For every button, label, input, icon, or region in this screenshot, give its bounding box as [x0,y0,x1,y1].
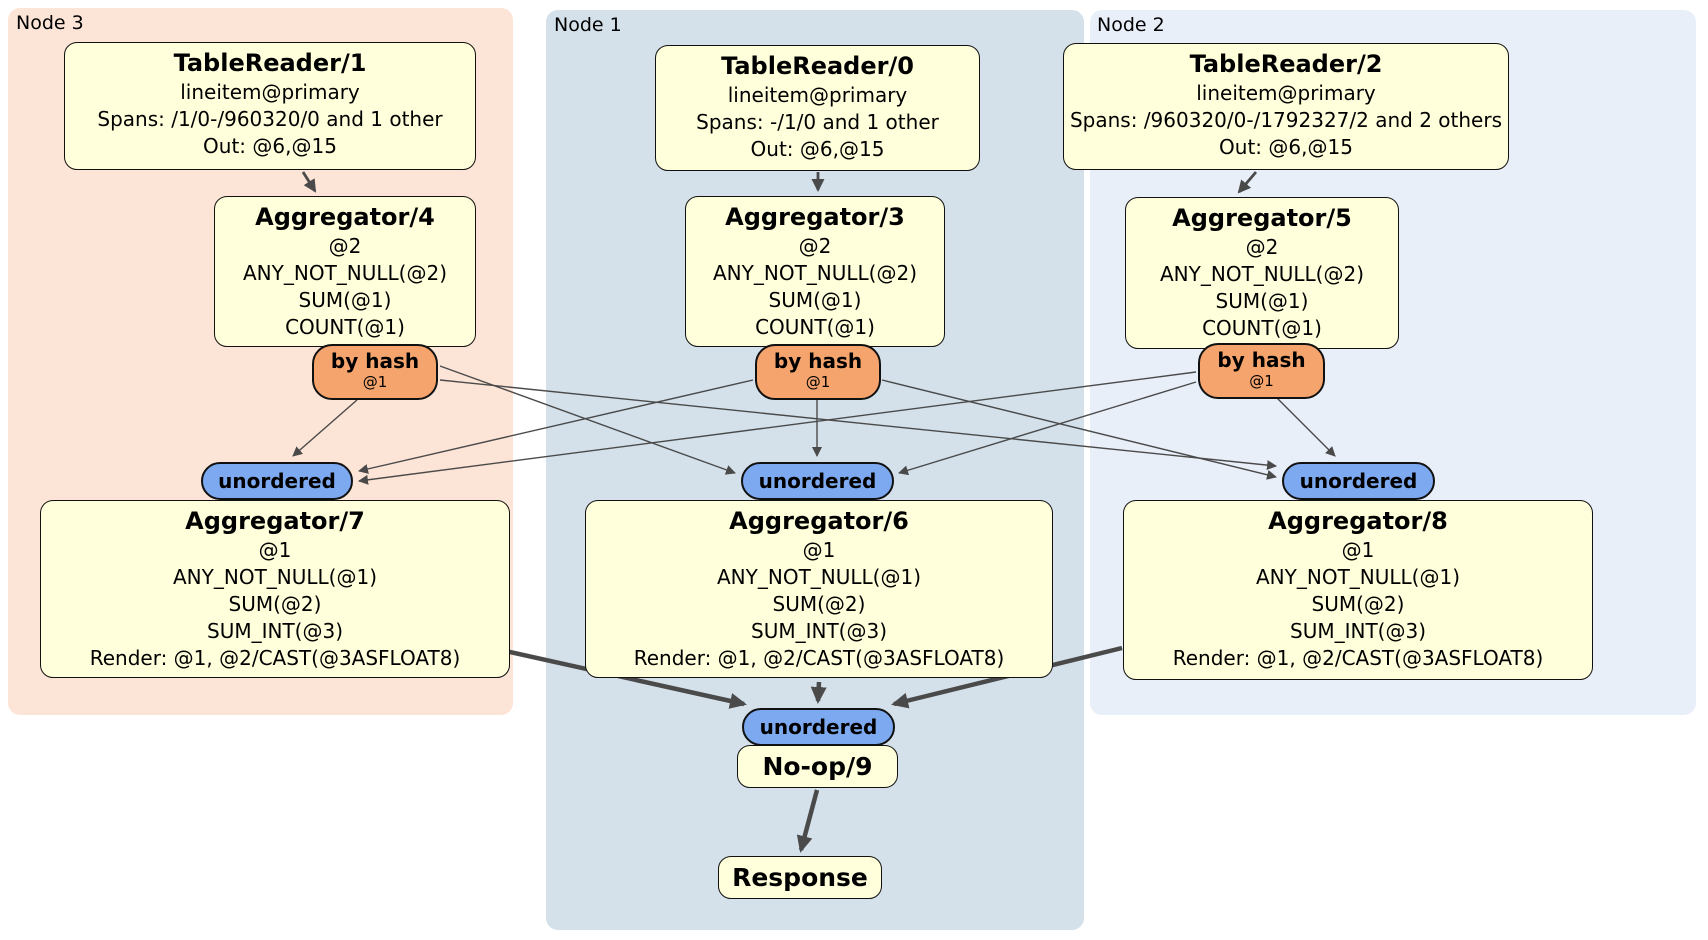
node-title: Aggregator/7 [185,507,365,535]
node-detail: @2 [1245,235,1279,259]
sync-unordered-node3: unordered [201,462,353,500]
node-detail: lineitem@primary [1196,81,1376,105]
sync-unordered-node1: unordered [741,462,894,500]
node-detail: @2 [328,234,362,258]
node-tablereader-1: TableReader/1 lineitem@primary Spans: /1… [64,42,476,170]
router-by-hash-node3: by hash @1 [312,344,438,400]
node-detail: ANY_NOT_NULL(@1) [717,565,921,589]
node-aggregator-5: Aggregator/5 @2 ANY_NOT_NULL(@2) SUM(@1)… [1125,197,1399,349]
node-aggregator-4: Aggregator/4 @2 ANY_NOT_NULL(@2) SUM(@1)… [214,196,476,347]
unordered-label: unordered [1299,469,1418,493]
by-hash-detail: @1 [362,373,388,391]
node-title: Aggregator/3 [725,203,905,231]
node-detail: Spans: /1/0-/960320/0 and 1 other [97,107,443,131]
node-detail: SUM_INT(@3) [1290,619,1426,643]
node-detail: Out: @6,@15 [1219,135,1353,159]
node-aggregator-8: Aggregator/8 @1 ANY_NOT_NULL(@1) SUM(@2)… [1123,500,1593,680]
node-aggregator-3: Aggregator/3 @2 ANY_NOT_NULL(@2) SUM(@1)… [685,196,945,347]
node-detail: SUM(@2) [1311,592,1405,616]
node-detail: Spans: -/1/0 and 1 other [696,110,939,134]
node-detail: ANY_NOT_NULL(@2) [1160,262,1364,286]
node-title: TableReader/0 [721,52,914,80]
node-title: TableReader/2 [1189,50,1383,78]
node-detail: ANY_NOT_NULL(@2) [243,261,447,285]
node-detail: COUNT(@1) [285,315,405,339]
node-detail: SUM(@1) [1215,289,1309,313]
node-title: Aggregator/4 [255,203,435,231]
node-detail: Render: @1, @2/CAST(@3ASFLOAT8) [633,646,1005,670]
by-hash-label: by hash [773,349,863,373]
node-title: Aggregator/5 [1172,204,1352,232]
node-detail: lineitem@primary [727,83,908,107]
region-label-node1: Node 1 [554,14,622,36]
node-detail: SUM(@1) [298,288,392,312]
sync-unordered-final: unordered [742,708,895,746]
by-hash-label: by hash [1217,348,1306,372]
node-detail: @1 [258,538,292,562]
unordered-label: unordered [218,469,336,493]
sync-unordered-node2: unordered [1282,462,1435,500]
node-detail: COUNT(@1) [755,315,875,339]
region-label-node2: Node 2 [1097,14,1165,36]
region-label-node3: Node 3 [16,12,84,34]
node-aggregator-6: Aggregator/6 @1 ANY_NOT_NULL(@1) SUM(@2)… [585,500,1053,678]
node-title: Aggregator/6 [729,507,909,535]
node-detail: SUM(@2) [228,592,322,616]
node-response: Response [718,856,882,899]
node-tablereader-2: TableReader/2 lineitem@primary Spans: /9… [1063,43,1509,170]
node-detail: @2 [798,234,832,258]
node-detail: @1 [1341,538,1375,562]
node-detail: SUM_INT(@3) [207,619,343,643]
node-detail: ANY_NOT_NULL(@2) [713,261,917,285]
node-noop-9: No-op/9 [737,745,898,788]
node-title: TableReader/1 [173,49,367,77]
node-detail: SUM(@1) [768,288,862,312]
unordered-label: unordered [758,469,877,493]
by-hash-detail: @1 [805,373,831,391]
node-detail: Render: @1, @2/CAST(@3ASFLOAT8) [1172,646,1544,670]
node-detail: SUM(@2) [772,592,866,616]
node-detail: ANY_NOT_NULL(@1) [1256,565,1460,589]
node-title: No-op/9 [762,752,873,781]
node-title: Aggregator/8 [1268,507,1448,535]
router-by-hash-node2: by hash @1 [1198,343,1325,399]
node-detail: Out: @6,@15 [750,137,885,161]
node-title: Response [732,863,868,892]
router-by-hash-node1: by hash @1 [755,344,881,400]
node-aggregator-7: Aggregator/7 @1 ANY_NOT_NULL(@1) SUM(@2)… [40,500,510,678]
by-hash-detail: @1 [1249,372,1274,390]
by-hash-label: by hash [330,349,420,373]
node-detail: Render: @1, @2/CAST(@3ASFLOAT8) [89,646,461,670]
node-detail: SUM_INT(@3) [751,619,887,643]
node-tablereader-0: TableReader/0 lineitem@primary Spans: -/… [655,45,980,171]
node-detail: @1 [802,538,836,562]
unordered-label: unordered [759,715,878,739]
node-detail: ANY_NOT_NULL(@1) [173,565,377,589]
node-detail: COUNT(@1) [1202,316,1322,340]
node-detail: Out: @6,@15 [203,134,337,158]
node-detail: Spans: /960320/0-/1792327/2 and 2 others [1069,108,1502,132]
node-detail: lineitem@primary [180,80,360,104]
